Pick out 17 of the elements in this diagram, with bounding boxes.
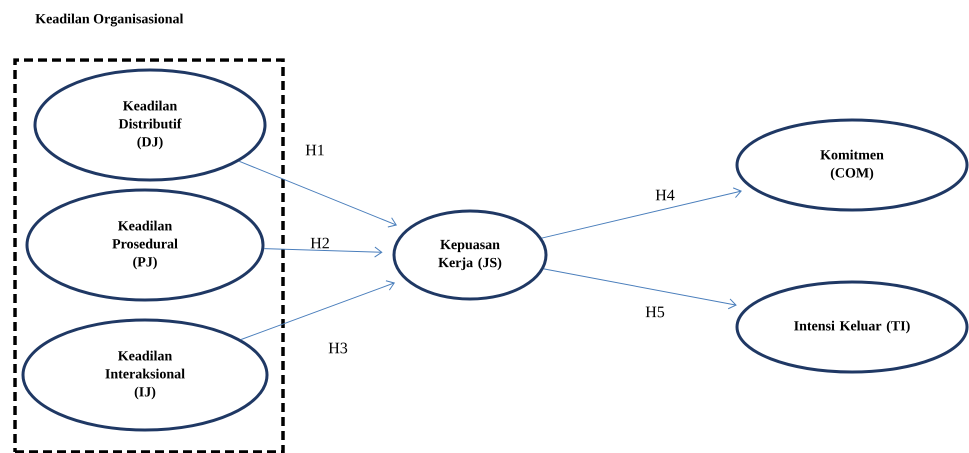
ellipse-node: Komitmen (COM) [736,118,968,212]
ellipse-node: Intensi Keluar (TI) [736,280,968,374]
edge-label: H1 [304,144,326,156]
arrow [541,187,742,239]
edge-label: H2 [309,236,331,250]
edge-label: H3 [327,342,349,354]
arrow [240,280,396,340]
ellipse-node: Keadilan Distributif (DJ) [34,68,266,182]
arrow [543,268,737,310]
edge-label: H4 [654,188,676,202]
ellipse-node: Keadilan Prosedural (PJ) [26,188,264,302]
arrow [264,246,383,258]
ellipse-node: Kepuasan Kerja (JS) [392,210,548,300]
edge-label: H5 [644,306,666,318]
arrow [238,160,398,228]
ellipse-node: Keadilan Interaksional (IJ) [22,318,268,432]
group-heading: Keadilan Organisasional [35,14,184,26]
